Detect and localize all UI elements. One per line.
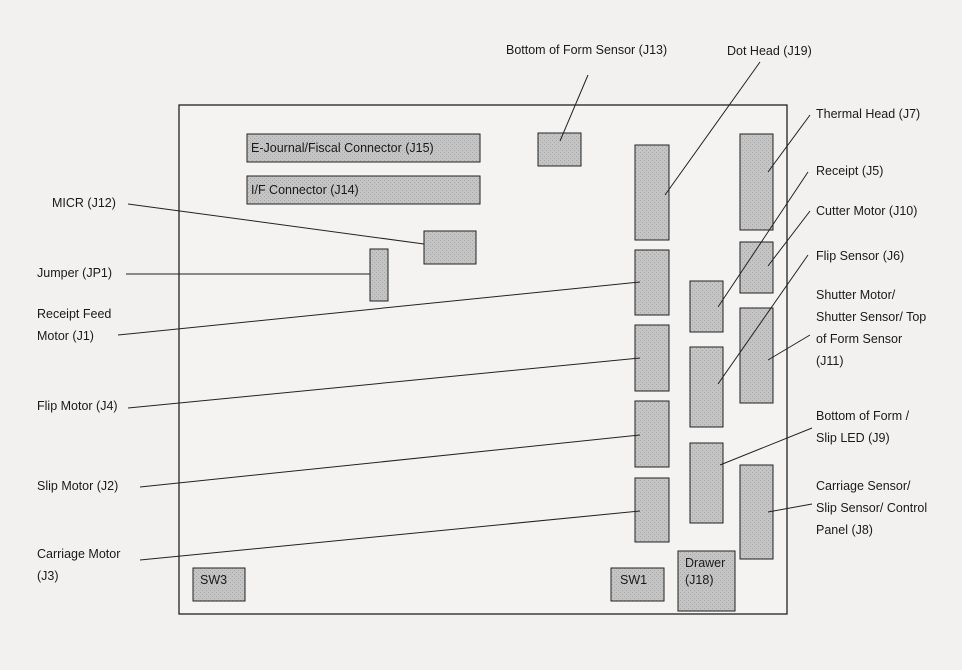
connector-j13	[537, 132, 582, 167]
leader-j11	[767, 334, 811, 361]
label-j3: Carriage Motor (J3)	[37, 547, 120, 583]
connector-j6	[689, 346, 724, 428]
label-j4-line-1: Flip Motor (J4)	[37, 399, 118, 413]
connector-j4	[634, 324, 670, 392]
label-j2: Slip Motor (J2)	[37, 479, 118, 493]
connector-sw1	[610, 567, 665, 602]
label-j3-line-1: Carriage Motor	[37, 547, 120, 561]
leader-j19	[664, 61, 761, 196]
connector-j11	[739, 307, 774, 404]
label-j7-line-1: Thermal Head (J7)	[816, 107, 920, 121]
label-j9-line-2: Slip LED (J9)	[816, 431, 890, 445]
label-j2-line-1: Slip Motor (J2)	[37, 479, 118, 493]
label-j6: Flip Sensor (J6)	[816, 249, 904, 263]
label-j4: Flip Motor (J4)	[37, 399, 118, 413]
label-j1-line-2: Motor (J1)	[37, 329, 94, 343]
label-j5-line-1: Receipt (J5)	[816, 164, 883, 178]
label-j9-line-1: Bottom of Form /	[816, 409, 910, 423]
label-j11: Shutter Motor/Shutter Sensor/ Top of Form…	[816, 288, 926, 368]
leader-j1	[117, 281, 641, 336]
label-j12-line-1: MICR (J12)	[52, 196, 116, 210]
j14-label: I/F Connector (J14)	[251, 183, 359, 197]
j18-label-line-2: (J18)	[685, 573, 713, 587]
leader-j9	[719, 427, 813, 466]
label-j1-line-1: Receipt Feed	[37, 307, 111, 321]
label-j19-line-1: Dot Head (J19)	[727, 44, 812, 58]
connector-j14	[246, 175, 481, 205]
label-j8-line-2: Slip Sensor/ Control	[816, 501, 927, 515]
label-j10: Cutter Motor (J10)	[816, 204, 917, 218]
label-j7: Thermal Head (J7)	[816, 107, 920, 121]
label-j11-line-3: of Form Sensor	[816, 332, 902, 346]
leader-j13	[559, 74, 589, 142]
connector-j2	[634, 400, 670, 468]
label-j11-line-4: (J11)	[816, 354, 844, 368]
label-j13: Bottom of Form Sensor (J13)	[506, 43, 667, 57]
label-j11-line-2: Shutter Sensor/ Top	[816, 310, 926, 324]
connector-j19	[634, 144, 670, 241]
connector-j12	[423, 230, 477, 265]
label-j3-line-2: (J3)	[37, 569, 59, 583]
label-j6-line-1: Flip Sensor (J6)	[816, 249, 904, 263]
label-j5: Receipt (J5)	[816, 164, 883, 178]
leader-j5	[717, 171, 809, 308]
leader-j12	[127, 203, 425, 245]
j18-label: Drawer (J18)	[685, 556, 725, 587]
leader-j7	[767, 114, 811, 173]
label-j11-line-1: Shutter Motor/	[816, 288, 896, 302]
j15-label: E-Journal/Fiscal Connector (J15)	[251, 141, 434, 155]
j18-label-line-1: Drawer	[685, 556, 725, 570]
leader-j6	[717, 254, 809, 385]
sw1-label: SW1	[620, 573, 647, 587]
label-jp1-line-1: Jumper (JP1)	[37, 266, 112, 280]
leader-j8	[767, 503, 813, 513]
connector-j8	[739, 464, 774, 560]
leader-j2	[139, 434, 641, 488]
connector-j18	[677, 550, 736, 612]
connector-sw3	[192, 567, 246, 602]
connector-j5	[689, 280, 724, 333]
label-j10-line-1: Cutter Motor (J10)	[816, 204, 917, 218]
connector-j3	[634, 477, 670, 543]
connector-j7	[739, 133, 774, 231]
label-j19: Dot Head (J19)	[727, 44, 812, 58]
leader-j4	[127, 357, 641, 409]
connector-j1	[634, 249, 670, 316]
leader-j3	[139, 510, 641, 561]
leader-j10	[767, 210, 811, 267]
connector-j10	[739, 241, 774, 294]
label-j9: Bottom of Form / Slip LED (J9)	[816, 409, 910, 445]
label-jp1: Jumper (JP1)	[37, 266, 112, 280]
label-j8-line-1: Carriage Sensor/	[816, 479, 911, 493]
label-j8-line-3: Panel (J8)	[816, 523, 873, 537]
sw3-label: SW3	[200, 573, 227, 587]
connector-j9	[689, 442, 724, 524]
connector-jp1	[369, 248, 389, 302]
label-j12: MICR (J12)	[52, 196, 116, 210]
connector-j15	[246, 133, 481, 163]
label-j13-line-1: Bottom of Form Sensor (J13)	[506, 43, 667, 57]
